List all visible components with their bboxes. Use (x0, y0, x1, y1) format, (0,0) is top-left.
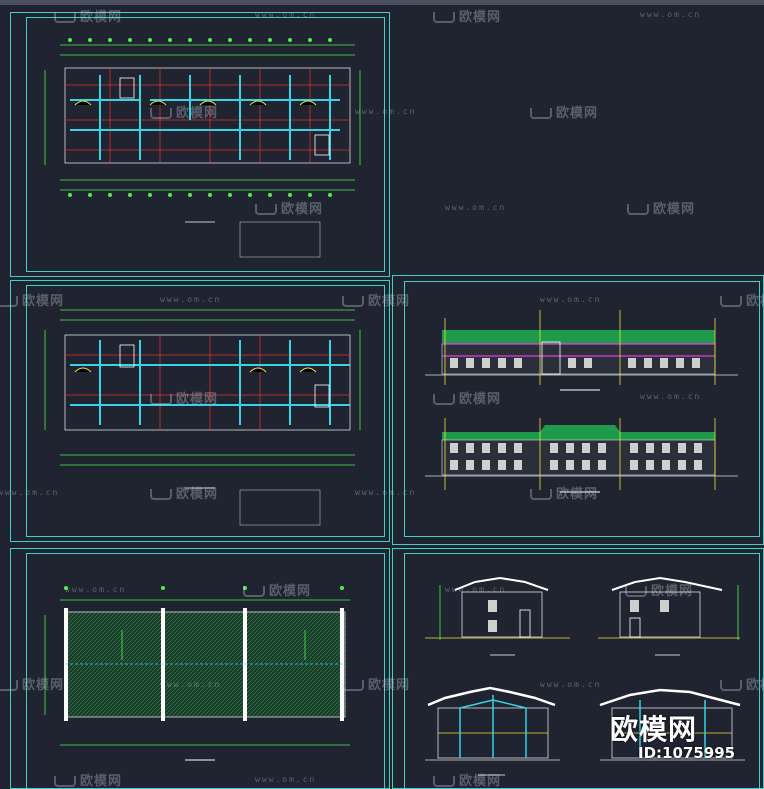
watermark-text: 欧模网 (269, 584, 312, 599)
watermark-site: www.om.cn (355, 107, 417, 116)
corner-brand-id: ID:1075995 (638, 744, 736, 762)
rear-elevation-drawing (425, 418, 738, 493)
section-1-1 (425, 686, 560, 776)
watermark-logo-icon (150, 394, 172, 405)
watermark-brand: 欧模网 (54, 770, 122, 789)
watermark-logo-icon (625, 586, 647, 597)
watermark-site: www.om.cn (540, 680, 602, 689)
watermark-logo-icon (0, 296, 18, 307)
watermark-logo-icon (720, 680, 742, 691)
watermark-brand: 欧模网 (150, 102, 218, 121)
watermark-brand: 欧模网 (530, 102, 598, 121)
watermark-brand: 欧模网 (627, 198, 695, 217)
watermark-logo-icon (433, 394, 455, 405)
watermark-brand: 欧模网 (625, 580, 693, 599)
watermark-text: 欧模网 (176, 487, 219, 502)
watermark-text: 欧模网 (746, 294, 764, 309)
sheet-first-floor-plan-inner (26, 17, 385, 272)
sheet-second-floor-plan (10, 280, 390, 542)
watermark-logo-icon (0, 680, 18, 691)
watermark-logo-icon (54, 776, 76, 787)
first-floor-plan-drawing (44, 38, 361, 258)
watermark-text: 欧模网 (22, 678, 65, 693)
watermark-brand: 欧模网 (54, 6, 122, 25)
watermark-site: www.om.cn (445, 203, 507, 212)
watermark-site: www.om.cn (640, 10, 702, 19)
watermark-text: 欧模网 (368, 294, 411, 309)
watermark-site: www.om.cn (540, 295, 602, 304)
watermark-brand: 欧模网 (720, 674, 764, 693)
watermark-text: 欧模网 (556, 106, 599, 121)
watermark-brand: 欧模网 (433, 6, 501, 25)
watermark-text: 欧模网 (459, 392, 502, 407)
roof-plan-drawing (44, 586, 350, 761)
watermark-brand: 欧模网 (433, 388, 501, 407)
watermark-text: 欧模网 (281, 202, 324, 217)
sheet-first-floor-plan (10, 12, 390, 277)
watermark-brand: 欧模网 (342, 290, 410, 309)
watermark-logo-icon (433, 12, 455, 23)
watermark-site: www.om.cn (65, 585, 127, 594)
corner-brand-logo: 欧模网 (610, 713, 698, 746)
side-elevation-left (425, 576, 570, 656)
watermark-text: 欧模网 (176, 106, 219, 121)
watermark-text: 欧模网 (746, 678, 764, 693)
watermark-logo-icon (54, 12, 76, 23)
watermark-text: 欧模网 (176, 392, 219, 407)
watermark-text: 欧模网 (368, 678, 411, 693)
watermark-logo-icon (342, 296, 364, 307)
watermark-site: www.om.cn (445, 585, 507, 594)
watermark-site: www.om.cn (160, 295, 222, 304)
sheet-elevations-inner (404, 281, 760, 537)
watermark-brand: 欧模网 (530, 483, 598, 502)
watermark-site: www.om.cn (355, 488, 417, 497)
front-elevation-drawing (425, 310, 738, 391)
watermark-site: www.om.cn (160, 680, 222, 689)
watermark-brand: 欧模网 (255, 198, 323, 217)
watermark-text: 欧模网 (80, 774, 123, 789)
sheet-second-floor-plan-inner (26, 285, 385, 537)
watermark-text: 欧模网 (459, 10, 502, 25)
watermark-site: www.om.cn (255, 775, 317, 784)
watermark-text: 欧模网 (459, 774, 502, 789)
window-top-bar (0, 0, 764, 5)
watermark-text: 欧模网 (22, 294, 65, 309)
watermark-logo-icon (720, 296, 742, 307)
watermark-logo-icon (150, 108, 172, 119)
watermark-brand: 欧模网 (720, 290, 764, 309)
watermark-brand: 欧模网 (433, 770, 501, 789)
watermark-brand: 欧模网 (0, 674, 64, 693)
watermark-logo-icon (627, 204, 649, 215)
watermark-text: 欧模网 (80, 10, 123, 25)
second-floor-plan-drawing (44, 309, 361, 526)
watermark-site: www.om.cn (0, 488, 60, 497)
watermark-text: 欧模网 (651, 584, 694, 599)
watermark-brand: 欧模网 (150, 388, 218, 407)
watermark-logo-icon (433, 776, 455, 787)
watermark-brand: 欧模网 (342, 674, 410, 693)
watermark-logo-icon (530, 489, 552, 500)
watermark-logo-icon (255, 204, 277, 215)
watermark-site: www.om.cn (255, 10, 317, 19)
side-elevation-right (598, 576, 740, 656)
watermark-site: www.om.cn (640, 392, 702, 401)
watermark-logo-icon (150, 489, 172, 500)
watermark-logo-icon (530, 108, 552, 119)
watermark-brand: 欧模网 (150, 483, 218, 502)
watermark-logo-icon (243, 586, 265, 597)
watermark-text: 欧模网 (556, 487, 599, 502)
watermark-text: 欧模网 (653, 202, 696, 217)
watermark-logo-icon (342, 680, 364, 691)
watermark-brand: 欧模网 (243, 580, 311, 599)
section-2-2 (599, 688, 745, 761)
watermark-brand: 欧模网 (0, 290, 64, 309)
